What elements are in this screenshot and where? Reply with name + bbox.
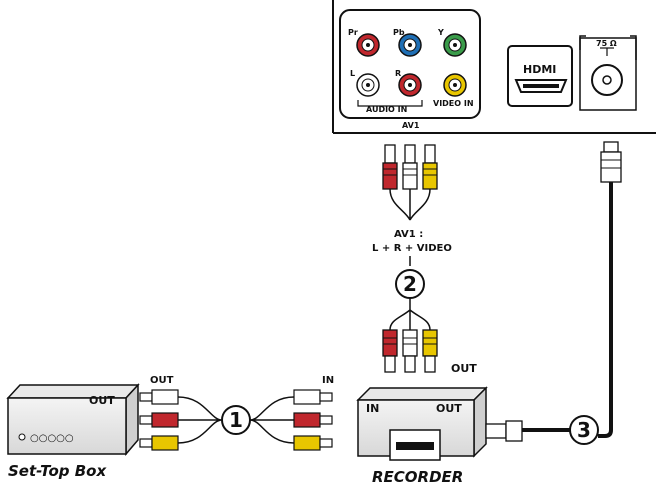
y-jack-icon[interactable] bbox=[443, 33, 467, 57]
pr-label: Pr bbox=[348, 28, 358, 37]
av1-connector-group bbox=[339, 9, 481, 119]
hdmi-port[interactable] bbox=[507, 45, 573, 107]
cable-label-line2: L + R + VIDEO bbox=[372, 243, 452, 254]
recorder-caption: RECORDER bbox=[372, 468, 463, 486]
pb-jack-icon[interactable] bbox=[398, 33, 422, 57]
recorder-in-label: IN bbox=[366, 402, 379, 415]
r-label: R bbox=[395, 69, 401, 78]
svg-text:2: 2 bbox=[403, 272, 417, 296]
audio-r-jack-icon[interactable] bbox=[398, 73, 422, 97]
l-label: L bbox=[350, 69, 355, 78]
stb-caption: Set-Top Box bbox=[8, 462, 107, 480]
video-in-label: VIDEO IN bbox=[433, 99, 474, 108]
hdmi-label: HDMI bbox=[523, 63, 556, 76]
antenna-port[interactable] bbox=[579, 35, 637, 111]
recorder-av-out-label: OUT bbox=[451, 362, 477, 375]
antenna-label: 75 Ω bbox=[596, 39, 617, 48]
recorder-out-label: OUT bbox=[436, 402, 462, 415]
stb-dots: ○○○○○ bbox=[30, 433, 74, 444]
tv-back-panel: Pr Pb Y L R bbox=[332, 0, 656, 134]
step-2-marker: 2 bbox=[395, 269, 425, 299]
av1-top-plugs-icon bbox=[382, 144, 438, 221]
step-1-marker: 1 bbox=[221, 405, 251, 435]
y-label: Y bbox=[437, 28, 444, 37]
svg-text:1: 1 bbox=[229, 408, 243, 432]
audio-in-label: AUDIO IN bbox=[366, 105, 407, 114]
cable-in-label: IN bbox=[322, 375, 334, 386]
pr-jack-icon[interactable] bbox=[356, 33, 380, 57]
video-jack-icon[interactable] bbox=[443, 73, 467, 97]
antenna-cable-icon bbox=[485, 141, 622, 442]
av1-bottom-plugs-icon bbox=[382, 298, 438, 373]
recorder bbox=[356, 386, 488, 461]
cable-out-label: OUT bbox=[150, 375, 174, 386]
step-3-marker: 3 bbox=[569, 415, 599, 445]
svg-text:3: 3 bbox=[577, 418, 591, 442]
audio-l-jack-icon[interactable] bbox=[356, 73, 380, 97]
set-top-box: ○○○○○ bbox=[6, 383, 140, 457]
av1-label: AV1 bbox=[402, 121, 420, 130]
recorder-in-plugs-icon bbox=[249, 389, 333, 451]
cable-label-line1: AV1 : bbox=[394, 229, 423, 240]
stb-out-label: OUT bbox=[89, 394, 115, 407]
pb-label: Pb bbox=[393, 28, 405, 37]
stb-cable-plugs-icon bbox=[139, 389, 223, 451]
